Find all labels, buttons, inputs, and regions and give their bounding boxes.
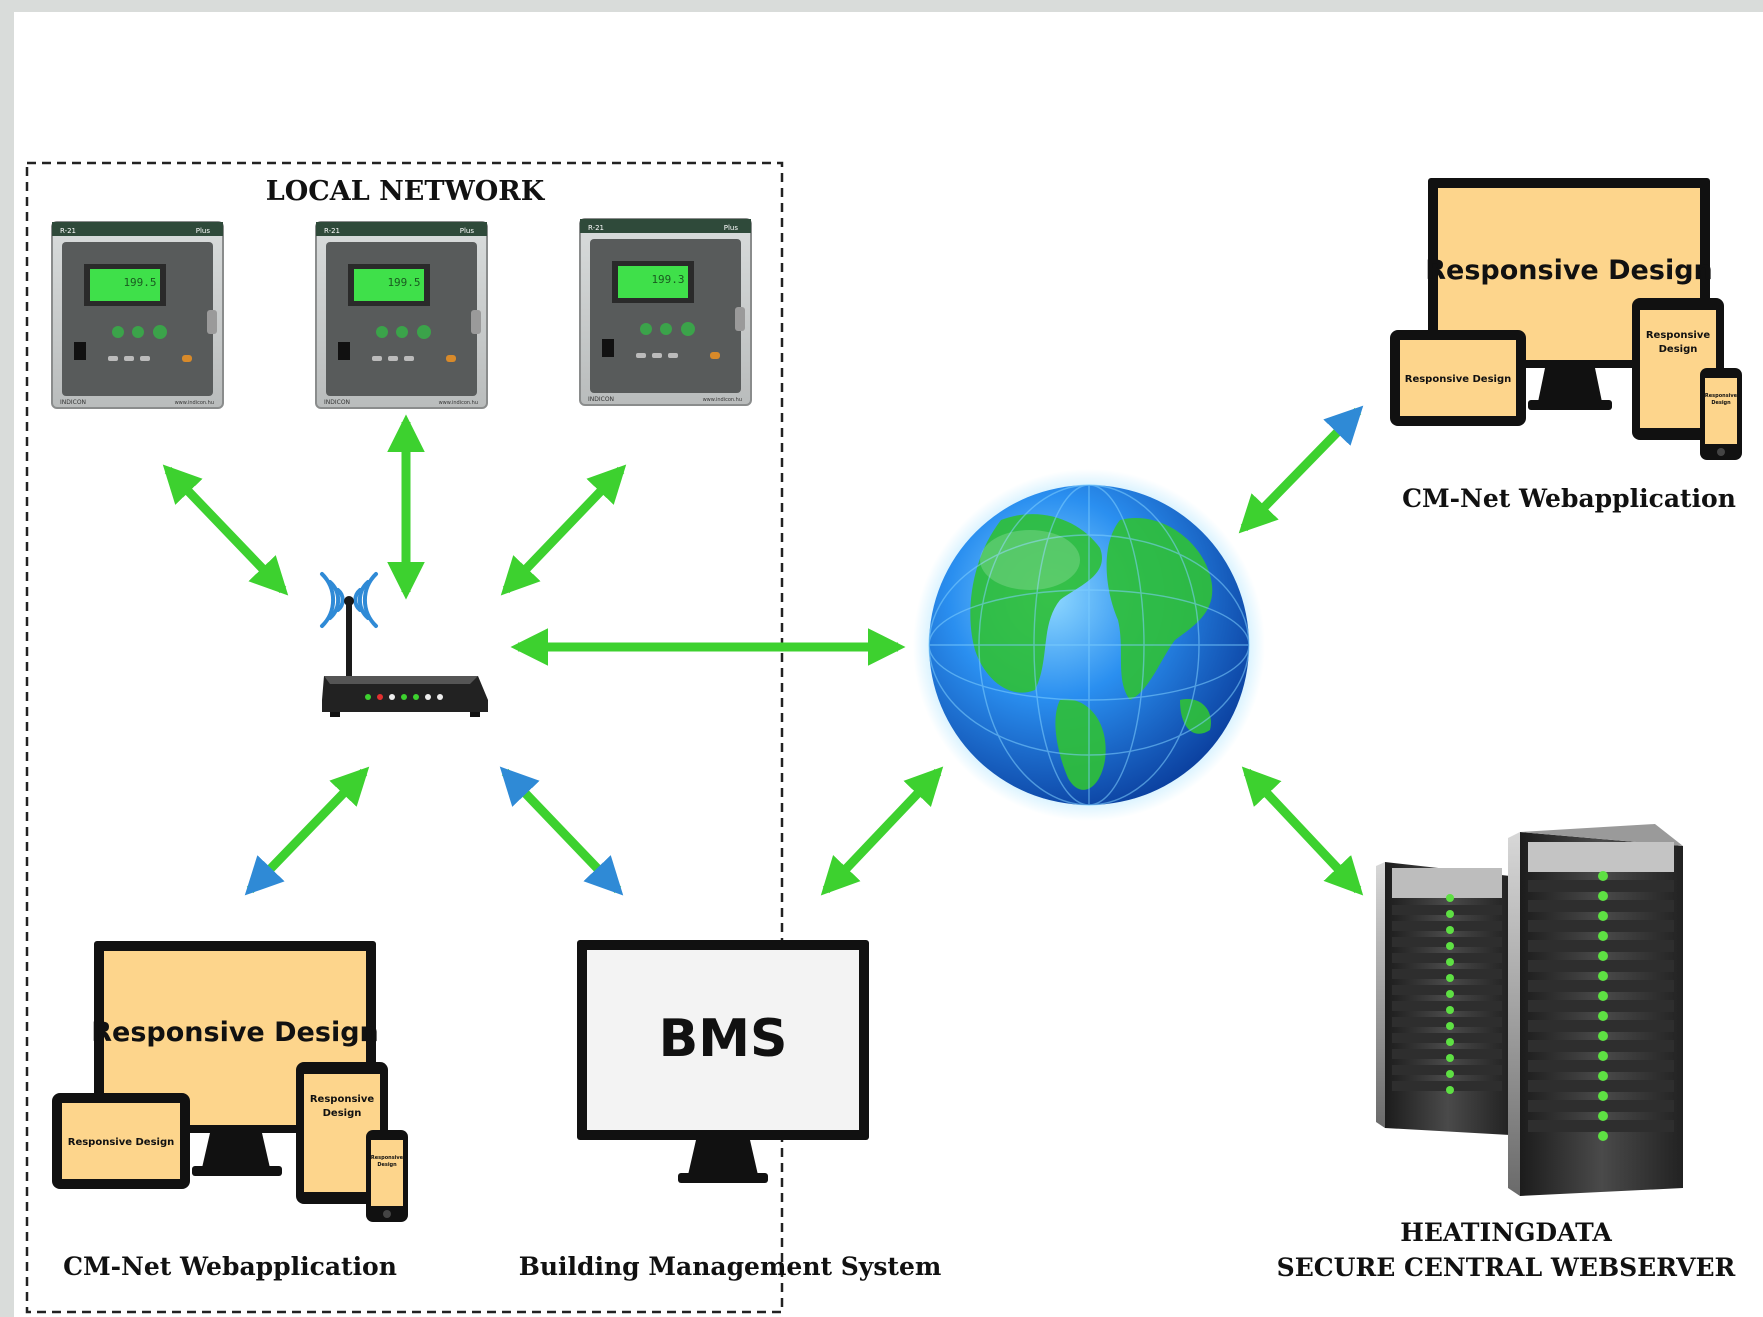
controller-tag: Plus: [196, 227, 211, 235]
tablet-portrait-text-2: Design: [323, 1108, 362, 1119]
controller-url: www.indicon.hu: [703, 397, 742, 403]
bms-monitor: BMS: [577, 940, 869, 1183]
phone-text-1: Responsive: [371, 1155, 404, 1161]
phone-text-2: Design: [1711, 400, 1731, 406]
controller-url: www.indicon.hu: [439, 400, 478, 406]
server-front-slots: [1528, 880, 1674, 1132]
arrow-router-bms: [499, 766, 624, 896]
remote-responsive-devices: Responsive Design Responsive Design Resp…: [1390, 178, 1742, 460]
tablet-landscape-text: Responsive Design: [1405, 374, 1511, 385]
local-network-label: LOCAL NETWORK: [266, 176, 546, 207]
arrow-globe-server: [1241, 766, 1364, 896]
controller-brand: INDICON: [588, 396, 614, 403]
arrow-globe-bms: [820, 766, 944, 896]
controller-tag: Plus: [724, 224, 739, 232]
wifi-signal-icon: [320, 572, 378, 628]
remote-webapp-label: CM-Net Webapplication: [1402, 484, 1736, 513]
monitor-screen-text: Responsive Design: [91, 1017, 379, 1048]
phone-text-1: Responsive: [1705, 393, 1738, 399]
server-label-line1: HEATINGDATA: [1400, 1218, 1612, 1247]
controller-unit: R-21 Plus 199.5 INDICON www.indicon.hu: [51, 221, 224, 409]
server-label-line2: SECURE CENTRAL WEBSERVER: [1277, 1253, 1736, 1282]
controller-unit: R-21 Plus 199.3 INDICON www.indicon.hu: [579, 218, 752, 406]
internet-globe-icon: [913, 469, 1265, 821]
controller-display: 199.5: [387, 276, 420, 289]
controller-unit: R-21 Plus 199.5 INDICON www.indicon.hu: [315, 221, 488, 409]
arrow-globe-remote-webapp: [1238, 405, 1364, 534]
controller-brand: INDICON: [60, 399, 86, 406]
local-responsive-devices: Responsive Design Responsive Design Resp…: [52, 941, 408, 1222]
arrow-router-local-webapp: [244, 766, 370, 896]
arrow-controller1-router: [162, 464, 289, 596]
arrow-controller3-router: [500, 464, 627, 596]
controller-model: R-21: [324, 227, 340, 235]
controller-display: 199.5: [123, 276, 156, 289]
controller-url: www.indicon.hu: [175, 400, 214, 406]
tablet-landscape-text: Responsive Design: [68, 1137, 174, 1148]
controller-display: 199.3: [651, 273, 684, 286]
bms-label: Building Management System: [519, 1252, 942, 1281]
controller-model: R-21: [588, 224, 604, 232]
tablet-portrait-text-1: Responsive: [1646, 330, 1710, 341]
phone-text-2: Design: [377, 1162, 397, 1168]
controller-model: R-21: [60, 227, 76, 235]
controller-brand: INDICON: [324, 399, 350, 406]
controller-tag: Plus: [460, 227, 475, 235]
bms-screen-text: BMS: [659, 1009, 788, 1069]
tablet-portrait-text-2: Design: [1659, 344, 1698, 355]
monitor-screen-text: Responsive Design: [1425, 255, 1713, 286]
connection-arrows: [162, 405, 1364, 896]
server-back-slots: [1392, 905, 1502, 1091]
local-network-boundary: [25, 161, 784, 1314]
wifi-router: [320, 572, 488, 717]
tablet-portrait-text-1: Responsive: [310, 1094, 374, 1105]
local-webapp-label: CM-Net Webapplication: [63, 1252, 397, 1281]
webserver-racks-icon: [1376, 824, 1683, 1196]
